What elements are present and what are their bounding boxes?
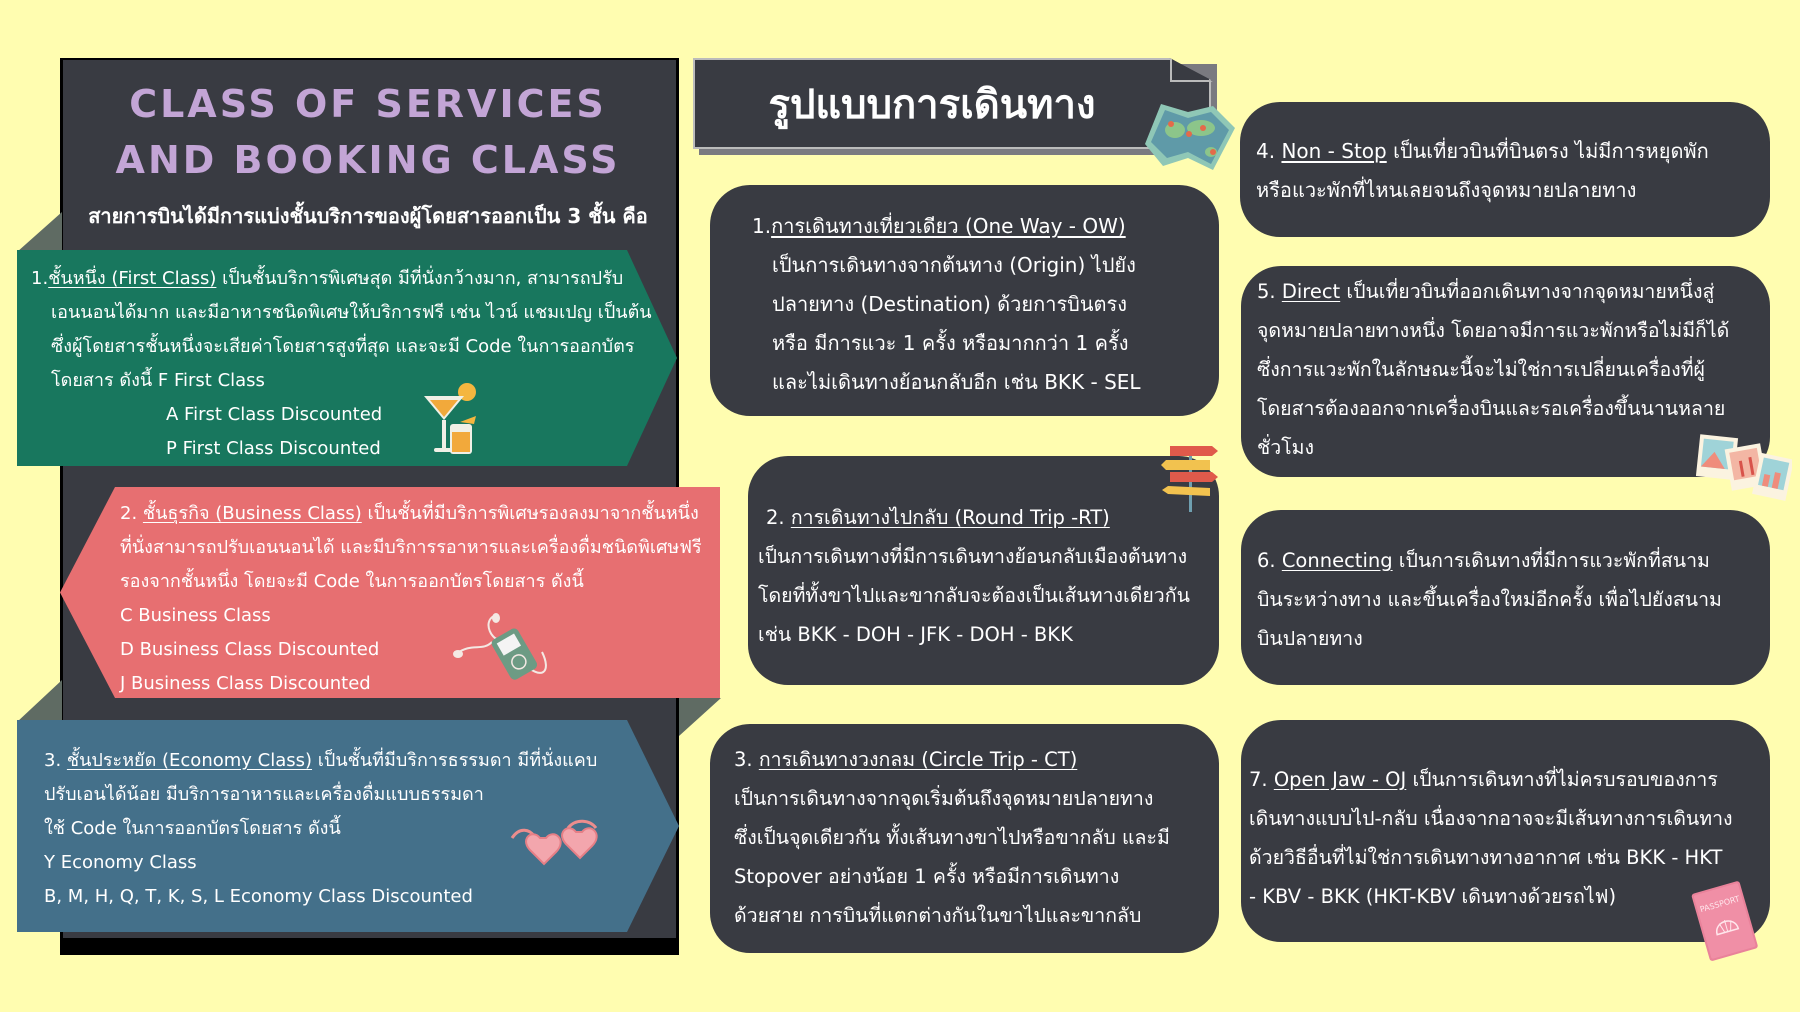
- item-number: 1.: [31, 268, 49, 289]
- passport-icon: PASSPORT: [1691, 881, 1758, 961]
- ribbon-fold: [679, 698, 721, 736]
- travel-types-title-box: รูปแบบการเดินทาง: [693, 58, 1211, 149]
- title-line-2: AND BOOKING CLASS: [115, 138, 621, 182]
- connecting-card: 6. Connecting เป็นการเดินทางที่มีการแวะพ…: [1241, 510, 1770, 685]
- economy-class-heading: ชั้นประหยัด (Economy Class): [66, 750, 313, 771]
- booking-code: Y Economy Class: [44, 852, 197, 873]
- description-line: บินปลายทาง: [1257, 627, 1363, 650]
- description-line: - KBV - BKK (HKT-KBV เดินทางด้วยรถไฟ): [1249, 885, 1617, 908]
- connecting-heading: Connecting: [1281, 549, 1393, 572]
- description-line: จุดหมายปลายทางหนึ่ง โดยอาจมีการแวะพักหรื…: [1257, 319, 1730, 342]
- description-line: ชั่วโมง: [1257, 436, 1315, 459]
- description-line: เป็นการเดินทางที่ไม่ครบรอบของการ: [1406, 768, 1718, 791]
- description-line: ซึ่งการแวะพักในลักษณะนี้จะไม่ใช่การเปลี่…: [1257, 358, 1705, 381]
- description-line: เอนนอนได้มาก และมีอาหารชนิดพิเศษให้บริกา…: [51, 302, 652, 323]
- ribbon-fold: [17, 212, 62, 252]
- direct-card: 5. Direct เป็นเที่ยวบินที่ออกเดินทางจากจ…: [1241, 266, 1770, 477]
- item-number: 1.: [752, 214, 772, 238]
- item-number: 5.: [1257, 280, 1282, 303]
- item-number: 6.: [1257, 549, 1282, 572]
- description-line: เช่น BKK - DOH - JFK - DOH - BKK: [758, 623, 1073, 646]
- description-line: โดยสารต้องออกจากเครื่องบินและรอเครื่องขึ…: [1257, 397, 1726, 420]
- booking-code: J Business Class Discounted: [120, 673, 371, 694]
- description-line: หรือ มีการแวะ 1 ครั้ง หรือมากกว่า 1 ครั้…: [772, 331, 1129, 355]
- description-line: ด้วยวิธีอื่นที่ไม่ใช่การเดินทางทางอากาศ …: [1249, 846, 1723, 869]
- economy-class-banner: 3. ชั้นประหยัด (Economy Class) เป็นชั้นท…: [17, 720, 679, 932]
- description-line: ซึ่งผู้โดยสารชั้นหนึ่งจะเสียค่าโดยสารสูง…: [51, 336, 635, 357]
- ribbon-fold: [17, 680, 62, 722]
- booking-code: D Business Class Discounted: [120, 639, 380, 660]
- description-line: ใช้ Code ในการออกบัตรโดยสาร ดังนี้: [44, 818, 341, 839]
- open-jaw-heading: Open Jaw - OJ: [1273, 768, 1407, 791]
- description-line: เป็นชั้นที่มีบริการพิเศษรองลงมาจากชั้นหน…: [361, 503, 699, 524]
- booking-code: P First Class Discounted: [166, 438, 381, 459]
- circle-trip-heading: การเดินทางวงกลม (Circle Trip - CT): [758, 748, 1078, 771]
- description-line: เป็นการเดินทางที่มีการเดินทางย้อนกลับเมื…: [758, 545, 1188, 568]
- description-line: หรือแวะพักที่ไหนเลยจนถึงจุดหมายปลายทาง: [1256, 178, 1637, 202]
- item-number: 2.: [120, 503, 143, 524]
- business-class-banner: 2. ชั้นธุรกิจ (Business Class) เป็นชั้นท…: [60, 487, 720, 698]
- heart-sunglasses-icon: [510, 819, 598, 866]
- description-line: เป็นเที่ยวบินที่ออกเดินทางจากจุดหมายหนึ่…: [1340, 280, 1715, 303]
- description-line: ซึ่งเป็นจุดเดียวกัน ทั้งเส้นทางขาไปหรือข…: [734, 826, 1170, 849]
- non-stop-heading: Non - Stop: [1281, 139, 1387, 163]
- description-line: ที่นั่งสามารถปรับเอนนอนได้ และมีบริการรอ…: [120, 537, 702, 558]
- description-line: เป็นการเดินทางจากต้นทาง (Origin) ไปยัง: [772, 253, 1136, 277]
- description-line: เดินทางแบบไป-กลับ เนื่องจากอาจจะมีเส้นทา…: [1249, 807, 1733, 830]
- photos-icon: [1696, 434, 1792, 501]
- round-trip-heading: การเดินทางไปกลับ (Round Trip -RT): [790, 506, 1110, 529]
- first-class-heading: ชั้นหนึ่ง (First Class): [48, 268, 217, 289]
- description-line: รองจากชั้นหนึ่ง โดยจะมี Code ในการออกบัต…: [120, 571, 584, 592]
- description-line: ปรับเอนได้น้อย มีบริการอาหารและเครื่องดื…: [44, 784, 484, 805]
- booking-code: A First Class Discounted: [166, 404, 383, 425]
- travel-types-title: รูปแบบการเดินทาง: [768, 80, 1096, 128]
- round-trip-card: 2. การเดินทางไปกลับ (Round Trip -RT) เป็…: [748, 456, 1219, 685]
- one-way-card: 1.การเดินทางเที่ยวเดียว (One Way - OW) เ…: [710, 185, 1219, 416]
- world-map-icon: [1145, 104, 1235, 170]
- description-line: และไม่เดินทางย้อนกลับอีก เช่น BKK - SEL: [772, 370, 1141, 394]
- cocktail-icon: [424, 383, 476, 454]
- class-intro-text: สายการบินได้มีการแบ่งชั้นบริการของผู้โดย…: [88, 204, 648, 228]
- circle-trip-card: 3. การเดินทางวงกลม (Circle Trip - CT) เป…: [710, 724, 1219, 953]
- item-number: 2.: [766, 506, 791, 529]
- item-number: 3.: [44, 750, 67, 771]
- business-class-heading: ชั้นธุรกิจ (Business Class): [142, 503, 362, 524]
- item-number: 7.: [1249, 768, 1274, 791]
- title-line-1: CLASS OF SERVICES: [129, 82, 607, 126]
- description-line: บินระหว่างทาง และขึ้นเครื่องใหม่อีกครั้ง…: [1257, 588, 1722, 611]
- signpost-icon: [1161, 446, 1218, 512]
- first-class-banner: 1.ชั้นหนึ่ง (First Class) เป็นชั้นบริการ…: [17, 250, 677, 466]
- booking-code: C Business Class: [120, 605, 271, 626]
- booking-code: B, M, H, Q, T, K, S, L Economy Class Dis…: [44, 886, 473, 907]
- item-number: 4.: [1256, 139, 1282, 163]
- non-stop-card: 4. Non - Stop เป็นเที่ยวบินที่บินตรง ไม่…: [1240, 102, 1770, 237]
- open-jaw-card: 7. Open Jaw - OJ เป็นการเดินทางที่ไม่ครบ…: [1241, 720, 1770, 942]
- direct-heading: Direct: [1281, 280, 1341, 303]
- one-way-heading: การเดินทางเที่ยวเดียว (One Way - OW): [771, 214, 1126, 238]
- class-of-services-title: CLASS OF SERVICES AND BOOKING CLASS: [60, 76, 676, 188]
- description-line: เป็นชั้นบริการพิเศษสุด มีที่นั่งกว้างมาก…: [216, 268, 624, 289]
- description-line: โดยสาร ดังนี้ F First Class: [51, 370, 265, 391]
- description-line: ด้วยสาย การบินที่แตกต่างกันในขาไปและขากล…: [734, 904, 1142, 927]
- music-player-icon: [453, 613, 547, 680]
- description-line: เป็นเที่ยวบินที่บินตรง ไม่มีการหยุดพัก: [1386, 139, 1709, 163]
- description-line: เป็นการเดินทางที่มีการแวะพักที่สนาม: [1392, 549, 1710, 572]
- description-line: โดยที่ทั้งขาไปและขากลับจะต้องเป็นเส้นทาง…: [758, 584, 1190, 607]
- item-number: 3.: [734, 748, 759, 771]
- description-line: เป็นการเดินทางจากจุดเริ่มต้นถึงจุดหมายปล…: [734, 787, 1154, 810]
- description-line: Stopover อย่างน้อย 1 ครั้ง หรือมีการเดิน…: [734, 865, 1120, 888]
- description-line: ปลายทาง (Destination) ด้วยการบินตรง: [772, 292, 1128, 316]
- description-line: เป็นชั้นที่มีบริการธรรมดา มีที่นั่งแคบ: [312, 750, 598, 771]
